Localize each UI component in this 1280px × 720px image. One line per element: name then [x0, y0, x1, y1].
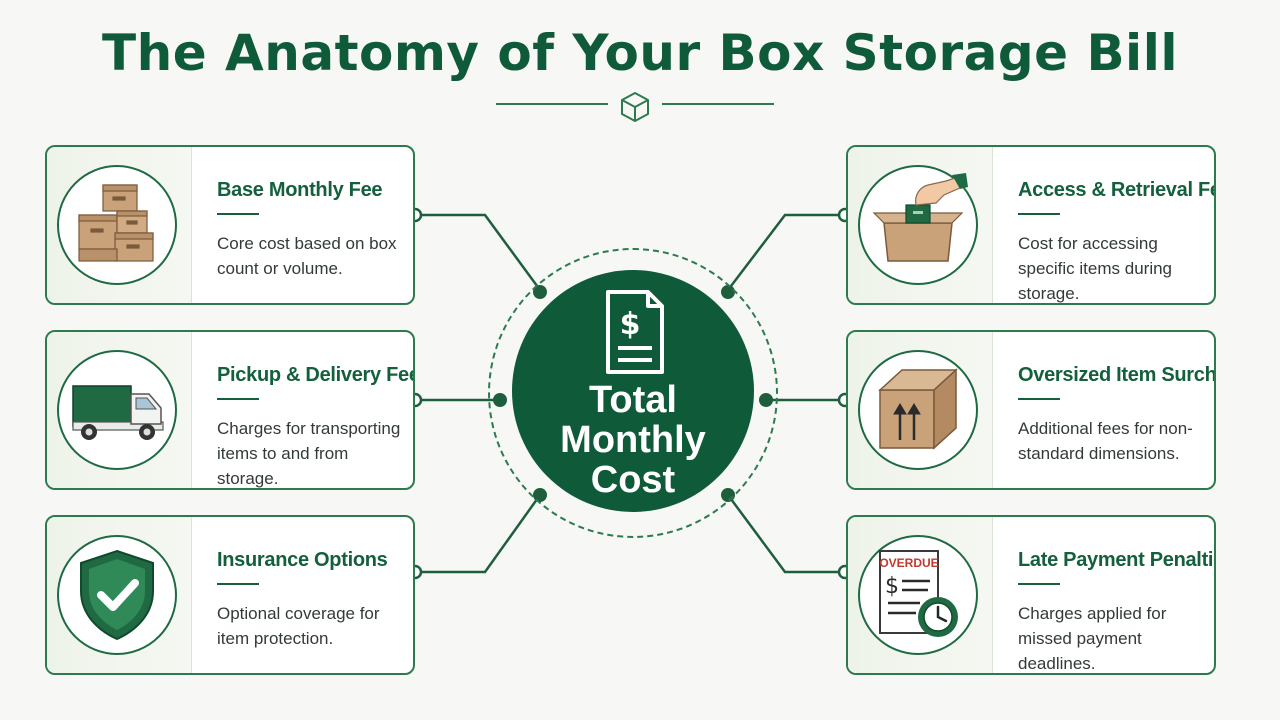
- title-rule: [217, 583, 259, 585]
- card-title: Access & Retrieval Fees: [1018, 179, 1214, 201]
- icon-panel: [848, 147, 993, 303]
- icon-panel: [47, 517, 192, 673]
- stacked-boxes-icon: [78, 184, 154, 262]
- icon-circle: OVERDUE $: [858, 535, 978, 655]
- card-base-monthly-fee: Base Monthly Fee Core cost based on box …: [45, 145, 415, 305]
- hub-label-line1: Total: [589, 379, 677, 421]
- svg-text:$: $: [885, 574, 899, 599]
- card-insurance-options: Insurance Options Optional coverage for …: [45, 515, 415, 675]
- invoice-dollar-icon: $: [606, 290, 664, 374]
- icon-circle: [858, 350, 978, 470]
- title-rule: [1018, 398, 1060, 400]
- icon-panel: [47, 332, 192, 488]
- large-box-icon: [878, 368, 958, 450]
- card-description: Charges applied for missed payment deadl…: [1018, 604, 1167, 673]
- card-description: Core cost based on box count or volume.: [217, 234, 397, 278]
- card-title: Pickup & Delivery Fees: [217, 364, 415, 386]
- title-rule: [1018, 583, 1060, 585]
- icon-panel: OVERDUE $: [848, 517, 993, 673]
- card-title: Insurance Options: [217, 549, 388, 571]
- card-title: Oversized Item Surcharge: [1018, 364, 1216, 386]
- card-oversized-item-surcharge: Oversized Item Surcharge Additional fees…: [846, 330, 1216, 490]
- card-title: Base Monthly Fee: [217, 179, 383, 201]
- title-rule: [217, 398, 259, 400]
- hub-label: Total Monthly Cost: [512, 380, 754, 500]
- hub-label-line3: Cost: [590, 459, 676, 501]
- card-late-payment-penalties: OVERDUE $ Late Payment Penalties Charges…: [846, 515, 1216, 675]
- overdue-stamp: OVERDUE: [879, 556, 938, 570]
- title-rule: [1018, 213, 1060, 215]
- icon-circle: [858, 165, 978, 285]
- card-description: Cost for accessing specific items during…: [1018, 234, 1173, 303]
- hub-label-line2: Monthly: [560, 419, 706, 461]
- hub-dashed-ring: [488, 248, 778, 538]
- svg-text:$: $: [620, 307, 641, 342]
- icon-circle: [57, 535, 177, 655]
- delivery-truck-icon: [72, 385, 164, 440]
- card-description: Additional fees for non-standard dimensi…: [1018, 419, 1193, 463]
- card-access-retrieval-fees: Access & Retrieval Fees Cost for accessi…: [846, 145, 1216, 305]
- card-title: Late Payment Penalties: [1018, 549, 1216, 571]
- shield-check-icon: [80, 549, 154, 641]
- icon-circle: [57, 165, 177, 285]
- total-monthly-cost-hub: $ Total Monthly Cost: [512, 270, 754, 512]
- card-pickup-delivery-fees: Pickup & Delivery Fees Charges for trans…: [45, 330, 415, 490]
- title-rule: [217, 213, 259, 215]
- cube-icon: [621, 92, 649, 122]
- hand-box-icon: [872, 173, 968, 262]
- icon-panel: [47, 147, 192, 303]
- overdue-invoice-icon: OVERDUE $: [879, 550, 958, 637]
- card-description: Optional coverage for item protection.: [217, 604, 380, 648]
- title-ornament: [496, 92, 774, 122]
- card-description: Charges for transporting items to and fr…: [217, 419, 401, 488]
- page-title: The Anatomy of Your Box Storage Bill: [102, 24, 1178, 82]
- icon-circle: [57, 350, 177, 470]
- icon-panel: [848, 332, 993, 488]
